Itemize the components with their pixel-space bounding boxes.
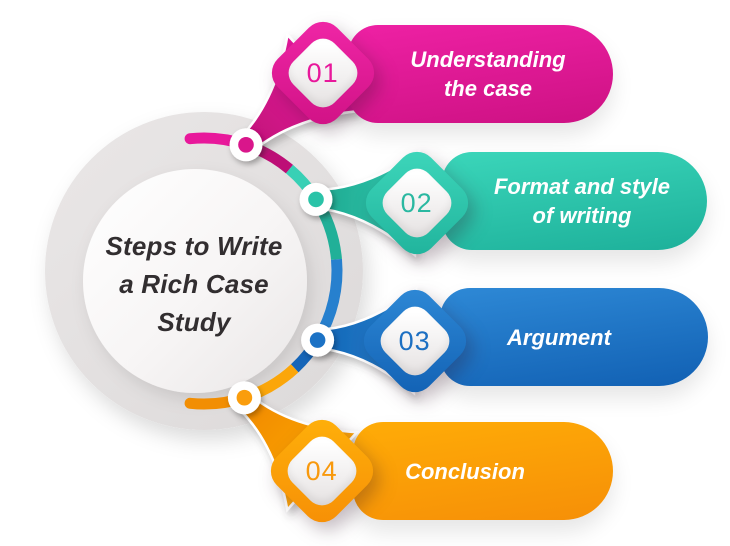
step-label-1-line1: Understanding xyxy=(410,47,566,72)
step-number-3: 03 xyxy=(398,325,432,356)
step-label-2-line1: Format and style xyxy=(493,174,671,199)
step-badge-3-shape: 03 xyxy=(355,281,475,401)
chart-title: Steps to Write a Rich Case Study xyxy=(62,227,326,341)
step-badge-1-shape: 01 xyxy=(263,13,383,133)
chart-title-line3: Study xyxy=(157,307,231,337)
step-badge-2: 02 xyxy=(357,143,477,263)
step-number-4: 04 xyxy=(305,455,339,486)
step-bar-3: Argument xyxy=(440,288,708,386)
step-bar-1: Understanding the case xyxy=(348,25,613,123)
inner-white-circle xyxy=(83,169,307,393)
step-badge-1-inner: 01 xyxy=(281,31,365,115)
step-number-2: 02 xyxy=(400,187,434,218)
step-label-2: Format and style of writing xyxy=(442,152,707,250)
step-label-1: Understanding the case xyxy=(348,25,613,123)
node-step4 xyxy=(227,381,261,415)
step-number-1: 01 xyxy=(306,57,340,88)
step-badge-1: 01 xyxy=(263,13,383,133)
step-bar-4: Conclusion xyxy=(353,422,613,520)
step-badge-2-inner: 02 xyxy=(375,161,459,245)
step-label-1-line2: the case xyxy=(443,76,533,101)
arc-nodes xyxy=(227,128,335,415)
step-label-3: Argument xyxy=(440,288,708,386)
step-label-3-line1: Argument xyxy=(507,324,611,350)
chart-title-line1: Steps to Write xyxy=(105,231,283,261)
step-badge-4-shape: 04 xyxy=(262,411,382,531)
step-label-4: Conclusion xyxy=(353,422,613,520)
chart-title-line2: a Rich Case xyxy=(119,269,269,299)
step-badge-2-shape: 02 xyxy=(357,143,477,263)
step-badge-4: 04 xyxy=(262,411,382,531)
step-bar-2: Format and style of writing xyxy=(442,152,707,250)
node-step1 xyxy=(229,128,263,162)
node-step3 xyxy=(301,323,335,357)
step-badge-3-inner: 03 xyxy=(373,299,457,383)
step-badge-3: 03 xyxy=(355,281,475,401)
node-step2 xyxy=(299,182,333,216)
step-badge-4-inner: 04 xyxy=(280,429,364,513)
step-label-2-line2: of writing xyxy=(532,203,632,228)
step-label-4-line1: Conclusion xyxy=(405,458,525,484)
